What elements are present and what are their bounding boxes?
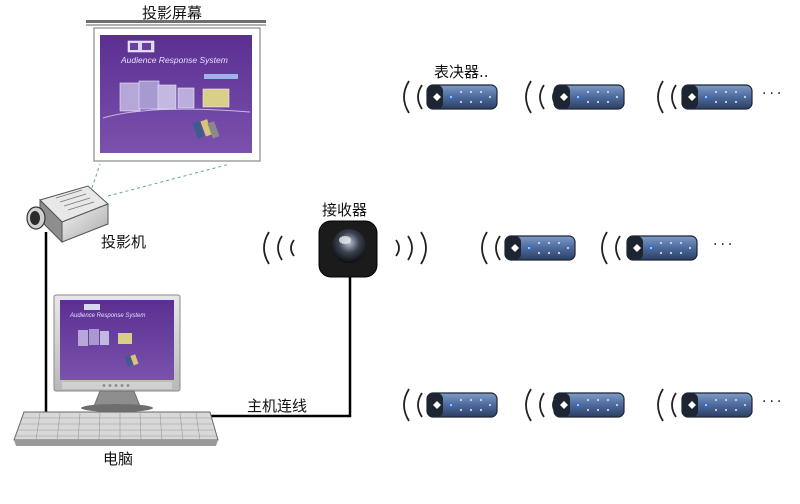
computer-monitor (53, 294, 181, 412)
more-keypads-row-1: ··· (762, 86, 785, 102)
slide-title: Audience Response System (121, 55, 228, 65)
more-keypads-row-2: ··· (713, 237, 736, 253)
voters-label: 表决器.. (434, 63, 489, 81)
projector-label: 投影机 (101, 233, 147, 251)
keypad-row-1 (403, 80, 753, 114)
monitor-slide-title: Audience Response System (70, 313, 146, 319)
keypad-row-3 (403, 388, 753, 422)
computer-keyboard (13, 411, 219, 446)
host-cable (210, 272, 352, 418)
more-keypads-row-3: ··· (762, 394, 785, 410)
projection-screen (86, 20, 266, 162)
receiver-wave-right (395, 231, 427, 265)
receiver-label: 接收器 (322, 201, 368, 219)
projection-beam (91, 163, 231, 197)
keypad-row-2 (481, 231, 698, 265)
host-cable-label: 主机连线 (247, 397, 308, 415)
projector (26, 185, 109, 244)
projection-screen-label: 投影屏幕 (142, 4, 203, 22)
receiver-wave-left (263, 231, 295, 265)
computer-label: 电脑 (103, 450, 134, 468)
receiver (318, 220, 378, 278)
